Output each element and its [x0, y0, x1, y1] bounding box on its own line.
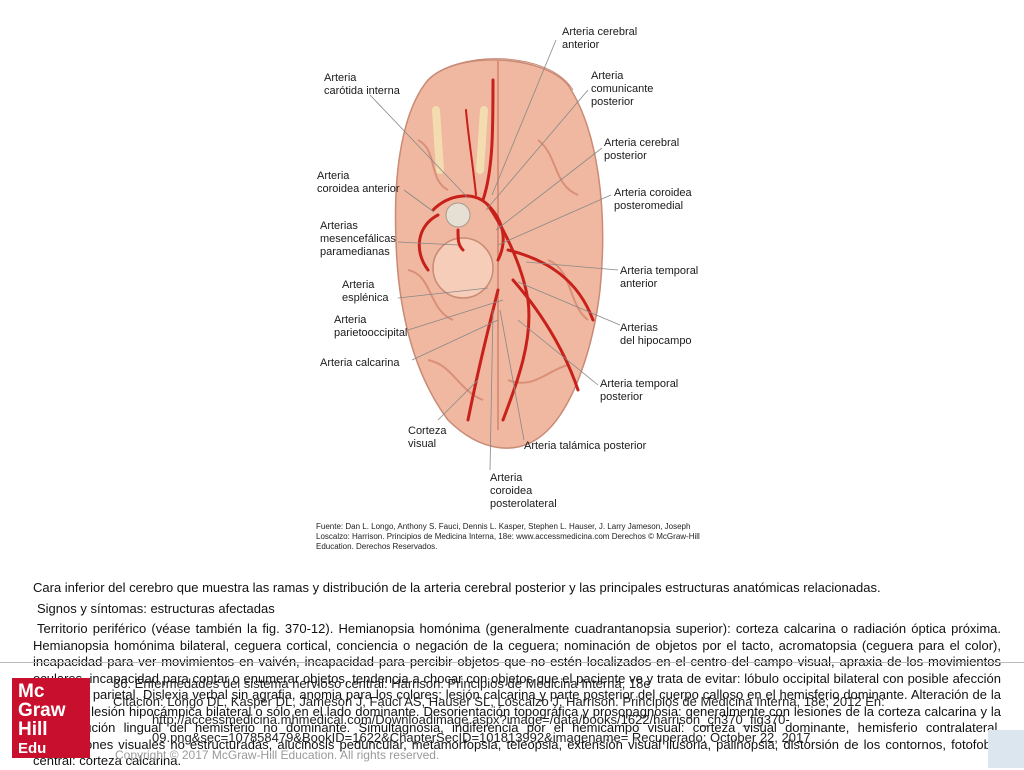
- chapter-reference: 36. Enfermedades del sistema nervioso ce…: [113, 676, 651, 691]
- divider: [0, 662, 1024, 663]
- mcgraw-hill-logo: Mc Graw Hill Edu: [12, 678, 90, 758]
- label-arteria-esplenica: Arteria esplénica: [342, 279, 389, 304]
- label-arterias-hipocampo: Arterias del hipocampo: [620, 322, 692, 347]
- label-arteria-talamica-posterior: Arteria talámica posterior: [524, 440, 647, 452]
- copyright-notice: Copyright © 2017 McGraw-Hill Education. …: [115, 748, 440, 762]
- label-arteria-coroidea-anterior: Arteria coroidea anterior: [317, 170, 400, 195]
- citation-url-line2[interactable]: 09.png&sec=107858479&BookID=1622&Chapter…: [152, 730, 811, 745]
- label-arteria-coroidea-posterolateral: Arteria coroidea posterolateral: [490, 472, 557, 510]
- label-arteria-calcarina: Arteria calcarina: [320, 357, 400, 369]
- arteries: [417, 78, 595, 422]
- citation-url-line1[interactable]: http://accessmedicina.mhmedical.com/Down…: [152, 712, 790, 727]
- label-corteza-visual: Corteza visual: [408, 425, 447, 450]
- brain-figure: Arteria cerebral anterior Arteria caróti…: [308, 20, 710, 563]
- brain-illustration: [369, 39, 621, 471]
- label-arteria-coroidea-posteromedial: Arteria coroidea posteromedial: [614, 187, 692, 212]
- label-arteria-cerebral-posterior: Arteria cerebral posterior: [604, 137, 680, 162]
- label-arteria-cerebral-anterior: Arteria cerebral anterior: [562, 26, 638, 51]
- label-arterias-mesencefalicas: Arterias mesencefálicas paramedianas: [320, 220, 396, 258]
- label-arteria-temporal-anterior: Arteria temporal anterior: [620, 265, 699, 290]
- corner-decoration: [988, 730, 1024, 768]
- brain-gyri: [407, 139, 589, 401]
- label-arteria-carotida-interna: Arteria carótida interna: [324, 72, 400, 97]
- citation: Citación: Longo DL, Kasper DL, Jameson J…: [113, 694, 885, 709]
- label-arteria-parietooccipital: Arteria parietooccipital: [334, 314, 408, 339]
- figure-source: Fuente: Dan L. Longo, Anthony S. Fauci, …: [316, 522, 700, 551]
- label-arteria-comunicante-posterior: Arteria comunicante posterior: [591, 70, 654, 108]
- leader-lines: [369, 39, 621, 471]
- signos-heading: Signos y síntomas: estructuras afectadas: [37, 601, 275, 616]
- figure-caption: Cara inferior del cerebro que muestra la…: [33, 580, 881, 595]
- brainstem: [432, 237, 494, 299]
- label-arteria-temporal-posterior: Arteria temporal posterior: [600, 378, 679, 403]
- territorio-paragraph: Territorio periférico (véase también la …: [33, 621, 1001, 768]
